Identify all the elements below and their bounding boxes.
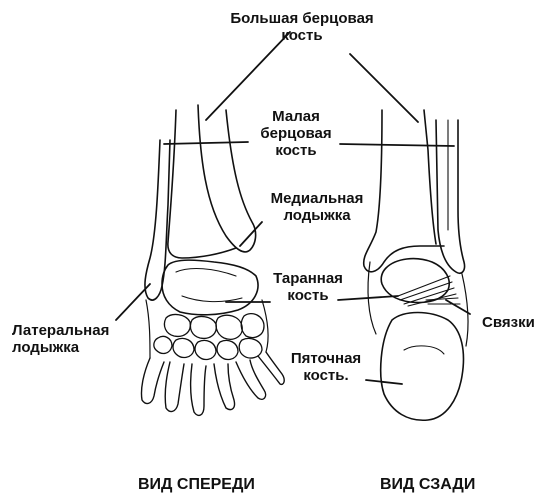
label-ligaments: Связки	[482, 314, 552, 331]
label-medial-line2: лодыжка	[256, 207, 378, 224]
label-tibia-line2: кость	[204, 27, 400, 44]
label-talus-line2: кость	[262, 287, 354, 304]
label-lateral-line2: лодыжка	[12, 339, 142, 356]
leader-tibia-back	[350, 54, 418, 122]
label-fibula-line2: берцовая	[248, 125, 344, 142]
caption-front-view: ВИД СПЕРЕДИ	[138, 476, 288, 493]
front-metatarsal-bones	[141, 352, 284, 415]
leader-fibula-front	[164, 142, 248, 144]
label-talus: Таранная кость	[262, 270, 354, 304]
back-fibula-bone	[436, 120, 465, 273]
front-fibula-bone	[145, 140, 170, 300]
label-lateral-line1: Латеральная	[12, 322, 142, 339]
back-calcaneus-bone	[381, 313, 464, 421]
back-view-drawing	[364, 110, 468, 420]
front-tarsal-bones	[154, 314, 264, 360]
label-fibula-line1: Малая	[248, 108, 344, 125]
label-medial-line1: Медиальная	[256, 190, 378, 207]
leader-medial	[240, 222, 262, 246]
leader-lateral	[116, 284, 150, 320]
label-lateral-malleolus: Латеральная лодыжка	[12, 322, 142, 356]
front-talus-bone	[162, 260, 258, 315]
label-fibula: Малая берцовая кость	[248, 108, 344, 159]
label-calcaneus: Пяточная кость.	[276, 350, 376, 384]
front-tibia-bone	[198, 105, 256, 252]
label-calcaneus-line1: Пяточная	[276, 350, 376, 367]
caption-back-view: ВИД СЗАДИ	[380, 476, 500, 493]
label-tibia-line1: Большая берцовая	[204, 10, 400, 27]
label-tibia: Большая берцовая кость	[204, 10, 400, 44]
label-fibula-line3: кость	[248, 142, 344, 159]
leader-tibia-front	[206, 32, 290, 120]
label-calcaneus-line2: кость.	[276, 367, 376, 384]
label-talus-line1: Таранная	[262, 270, 354, 287]
label-medial-malleolus: Медиальная лодыжка	[256, 190, 378, 224]
